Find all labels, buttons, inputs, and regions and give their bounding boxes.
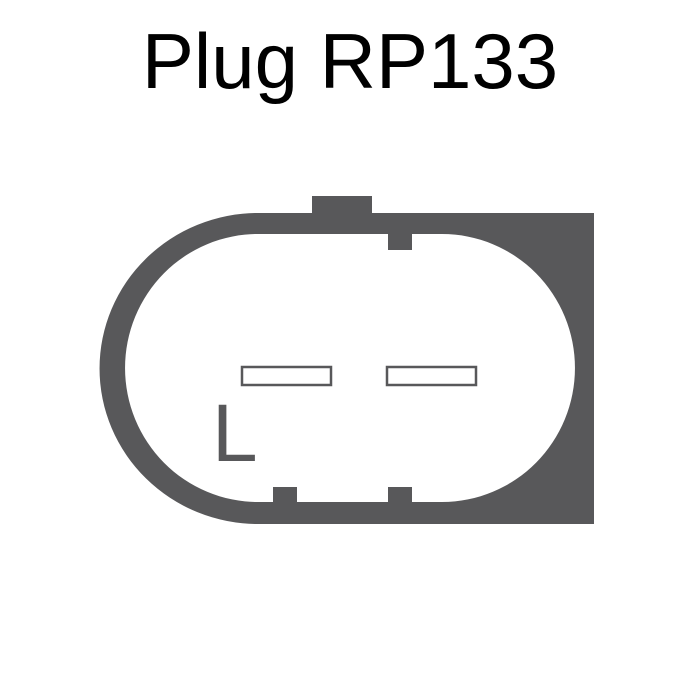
page-title: Plug RP133 — [141, 17, 559, 105]
terminal-slot-1 — [240, 365, 333, 387]
terminal-slot-2 — [385, 365, 478, 387]
connector-housing — [99, 196, 594, 524]
pin-label-l: L — [212, 388, 258, 479]
